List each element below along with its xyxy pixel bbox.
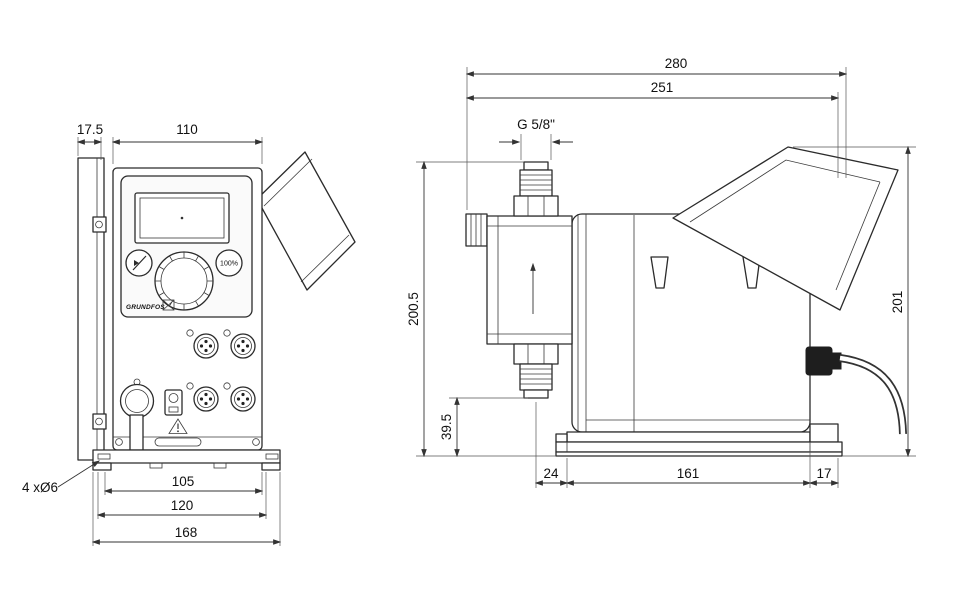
m12-connector[interactable] [193, 333, 219, 359]
play-icon [134, 260, 139, 266]
front-base-plate [92, 449, 281, 471]
base-bracket [809, 423, 839, 443]
click-wheel[interactable] [154, 251, 214, 311]
dim-280: 280 [665, 56, 688, 71]
dim-17-5: 17.5 [77, 122, 103, 137]
side-base-plate [555, 423, 843, 457]
dim-168: 168 [175, 525, 198, 540]
full-capacity-button[interactable]: 100% [215, 249, 243, 277]
display [134, 192, 230, 244]
screw-icon [115, 438, 123, 446]
top-valve-fitting [513, 161, 559, 217]
signal-connectors [186, 329, 256, 412]
dim-thread: G 5/8" [517, 117, 555, 132]
vent-slot [650, 256, 669, 289]
control-cube-side [672, 146, 899, 311]
mains-module [164, 389, 183, 416]
dim-holes: 4 xØ6 [22, 480, 58, 495]
dim-24: 24 [543, 466, 559, 481]
m12-connector[interactable] [230, 333, 256, 359]
dim-105: 105 [172, 474, 195, 489]
side-dimensions: 280 251 G 5/8" 200.5 39.5 201 [406, 56, 916, 488]
knurl-ticks-icon [155, 252, 213, 310]
dim-161: 161 [677, 466, 700, 481]
dim-251: 251 [651, 80, 674, 95]
tilted-pump-head [256, 151, 356, 291]
brand-logo-text: GRUNDFOS [126, 304, 165, 311]
wall-plate [77, 157, 107, 461]
mounting-slot [265, 453, 279, 460]
control-panel: 100% GRUNDFOS [120, 175, 253, 318]
bottom-valve-fitting [513, 343, 559, 399]
cable-gland [805, 346, 907, 435]
side-view: 280 251 G 5/8" 200.5 39.5 201 [406, 56, 916, 488]
brand-logo: GRUNDFOS [126, 299, 175, 311]
dim-120: 120 [171, 498, 194, 513]
full-capacity-label: 100% [220, 261, 238, 268]
wall-plate-tab [92, 216, 107, 233]
dim-200-5: 200.5 [406, 292, 421, 326]
start-stop-button[interactable] [125, 249, 153, 277]
front-dimensions: 17.5 110 105 120 168 4 xØ6 [22, 122, 282, 546]
motor-housing [571, 213, 811, 433]
front-view: 100% GRUNDFOS [22, 122, 356, 546]
slash-icon [132, 255, 147, 271]
foot [92, 462, 112, 471]
screw-icon [252, 438, 260, 446]
drain-tube [129, 414, 144, 451]
drain-port [119, 378, 155, 451]
mounting-slot [97, 453, 111, 460]
dim-201: 201 [890, 291, 905, 314]
foot [261, 462, 281, 471]
m12-connector[interactable] [230, 386, 256, 412]
dim-39-5: 39.5 [439, 414, 454, 440]
m12-connector[interactable] [193, 386, 219, 412]
wall-plate-tab [92, 413, 107, 430]
dosing-head [465, 161, 573, 399]
vent-slot [154, 437, 202, 447]
holes-leader-line [57, 460, 101, 488]
deaeration-knob[interactable] [465, 213, 488, 247]
warning-triangle-icon [168, 418, 188, 434]
display-cursor [180, 216, 184, 220]
dim-110: 110 [176, 122, 198, 137]
control-housing: 100% GRUNDFOS [112, 167, 263, 451]
dim-17: 17 [816, 466, 831, 481]
logo-mark [162, 299, 175, 311]
